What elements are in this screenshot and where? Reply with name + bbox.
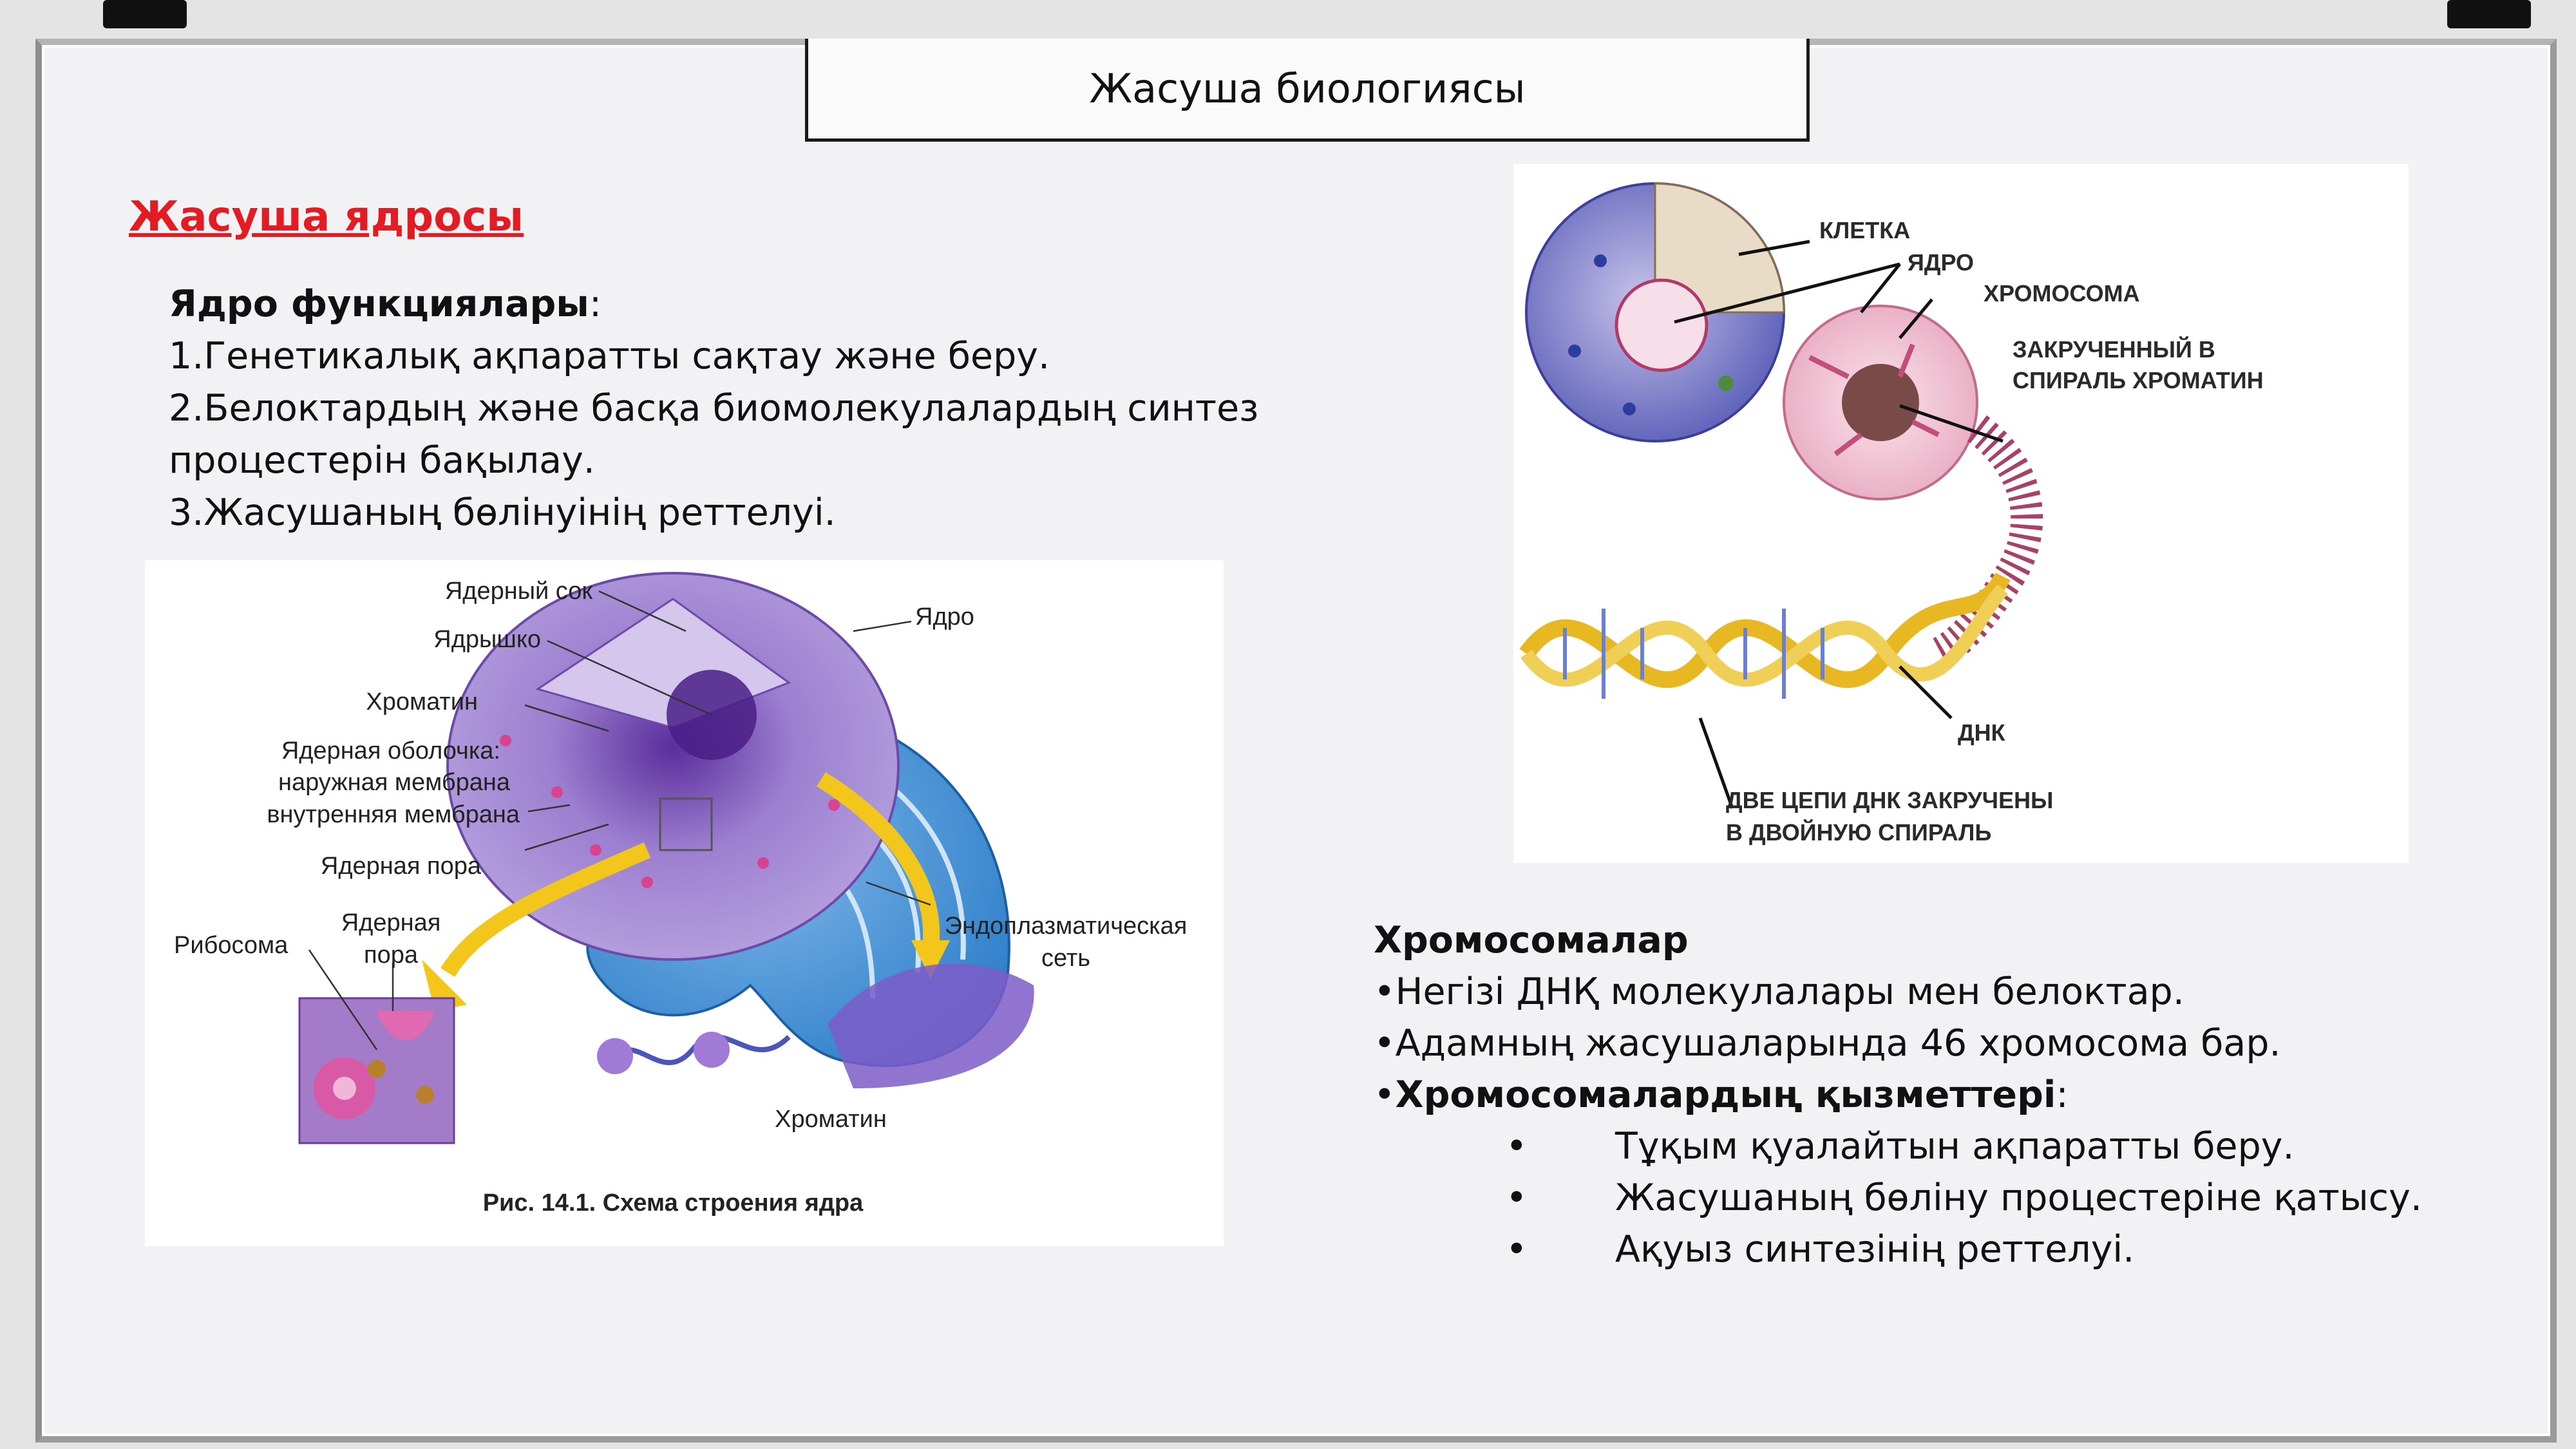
- chromo-leader-lines: [1674, 240, 2003, 809]
- label-nucleus: Ядро: [915, 603, 974, 630]
- label-nucleolus: Ядрышко: [433, 626, 541, 653]
- label-nucleus-2: ЯДРО: [1908, 249, 1974, 276]
- nucleus-diagram: Ядерный сок Ядро Ядрышко Хроматин Ядерна…: [174, 572, 1187, 1217]
- pore-inset: [298, 997, 455, 1144]
- leader-lines: [308, 590, 931, 1050]
- bullet: •: [1506, 1177, 1528, 1219]
- functions-heading-line: Ядро функциялары:: [169, 278, 1302, 330]
- bullet: •: [1506, 1125, 1528, 1168]
- nucleus-labels: Ядерный сок Ядро Ядрышко Хроматин Ядерна…: [174, 578, 1187, 1133]
- figure-caption: Рис. 14.1. Схема строения ядра: [483, 1189, 864, 1217]
- label-coiled-1: ЗАКРУЧЕННЫЙ В: [2012, 336, 2215, 363]
- function-item: процестерін бақылау.: [169, 439, 595, 482]
- board-clip-left: [103, 0, 187, 28]
- chromosome-functions-heading: Хромосомалардың қызметтері: [1395, 1074, 2056, 1116]
- functions-heading: Ядро функциялары: [169, 283, 589, 325]
- chromosomes-line: •Негізі ДНҚ молекулалары мен белоктар.: [1374, 971, 2184, 1013]
- label-er-1: Эндоплазматическая: [945, 913, 1188, 940]
- chromo-labels: КЛЕТКА ЯДРО ХРОМОСОМА ЗАКРУЧЕННЫЙ В СПИР…: [1726, 217, 2264, 846]
- nucleus-functions: Ядро функциялары: 1.Генетикалық ақпаратт…: [169, 278, 1302, 539]
- label-chromatin-strands: Хроматин: [775, 1106, 887, 1133]
- label-dna: ДНК: [1958, 719, 2006, 746]
- chromosomes-section: Хромосомалар •Негізі ДНҚ молекулалары ме…: [1374, 914, 2468, 1275]
- label-outer-membrane: наружная мембрана: [278, 769, 511, 796]
- board-clip-right: [2447, 0, 2531, 28]
- list-item-text: Жасушаның бөліну процестеріне қатысу.: [1615, 1177, 2422, 1219]
- label-er-2: сеть: [1041, 945, 1090, 972]
- coiled-chromatin: [1931, 415, 2043, 668]
- label-two-strands-2: В ДВОЙНУЮ СПИРАЛЬ: [1726, 819, 1991, 846]
- functions-prefix-bullet: •: [1374, 1074, 1396, 1116]
- nucleus-sphere: [446, 572, 900, 961]
- label-coiled-2: СПИРАЛЬ ХРОМАТИН: [2012, 367, 2264, 393]
- nucleus-sphere-2: [1783, 305, 1978, 500]
- chromosome-functions-list: • Тұқым қуалайтын ақпаратты беру. • Жасуша…: [1473, 1121, 2468, 1275]
- function-item: 2.Белоктардың және басқа биомолекулалард…: [169, 387, 1259, 430]
- chromosome-diagram: КЛЕТКА ЯДРО ХРОМОСОМА ЗАКРУЧЕННЫЙ В СПИР…: [1519, 182, 2264, 846]
- section-heading: Жасуша ядросы: [129, 193, 524, 241]
- label-ribosome: Рибосома: [174, 932, 289, 959]
- functions-heading-colon: :: [589, 283, 602, 325]
- slide-title: Жасуша биологиясы: [1089, 65, 1526, 112]
- dna-helix: [1519, 572, 2011, 699]
- chromosome-dna-figure: КЛЕТКА ЯДРО ХРОМОСОМА ЗАКРУЧЕННЫЙ В СПИР…: [1513, 164, 2409, 863]
- label-chromosome: ХРОМОСОМА: [1984, 280, 2140, 307]
- list-item-text: Ақуыз синтезінің реттелуі.: [1615, 1228, 2135, 1271]
- label-pore-inset-2: пора: [364, 942, 419, 969]
- list-item: • Жасушаның бөліну процестеріне қатысу.: [1473, 1172, 2468, 1224]
- bullet: •: [1506, 1228, 1528, 1271]
- function-item: 1.Генетикалық ақпаратты сақтау және беру…: [169, 335, 1050, 377]
- nucleus-structure-figure: Ядерный сок Ядро Ядрышко Хроматин Ядерна…: [145, 560, 1224, 1246]
- label-nuclear-sap: Ядерный сок: [445, 578, 593, 605]
- label-chromatin: Хроматин: [366, 688, 478, 715]
- label-cell: КЛЕТКА: [1819, 217, 1910, 243]
- yellow-arrow-right: [817, 772, 950, 979]
- chromosome-functions-heading-line: •Хромосомалардың қызметтері:: [1374, 1069, 2468, 1121]
- label-two-strands-1: ДВЕ ЦЕПИ ДНК ЗАКРУЧЕНЫ: [1726, 787, 2053, 813]
- list-item: • Ақуыз синтезінің реттелуі.: [1473, 1224, 2468, 1275]
- list-item: • Тұқым қуалайтын ақпаратты беру.: [1473, 1121, 2468, 1172]
- title-box: Жасуша биологиясы: [805, 39, 1810, 142]
- function-item: 3.Жасушаның бөлінуінің реттелуі.: [169, 491, 836, 534]
- cell-sphere: [1525, 182, 1785, 442]
- chromosomes-line: •Адамның жасушаларында 46 хромосома бар.: [1374, 1022, 2281, 1065]
- label-nuclear-pore: Ядерная пора: [321, 853, 482, 880]
- label-inner-membrane: внутренняя мембрана: [267, 801, 520, 828]
- chromosomes-heading: Хромосомалар: [1374, 919, 1689, 961]
- chromosome-functions-colon: :: [2056, 1074, 2069, 1116]
- label-envelope: Ядерная оболочка:: [281, 737, 500, 764]
- chromatin-strands: [597, 963, 1034, 1088]
- label-pore-inset-1: Ядерная: [341, 909, 441, 936]
- list-item-text: Тұқым қуалайтын ақпаратты беру.: [1615, 1125, 2295, 1168]
